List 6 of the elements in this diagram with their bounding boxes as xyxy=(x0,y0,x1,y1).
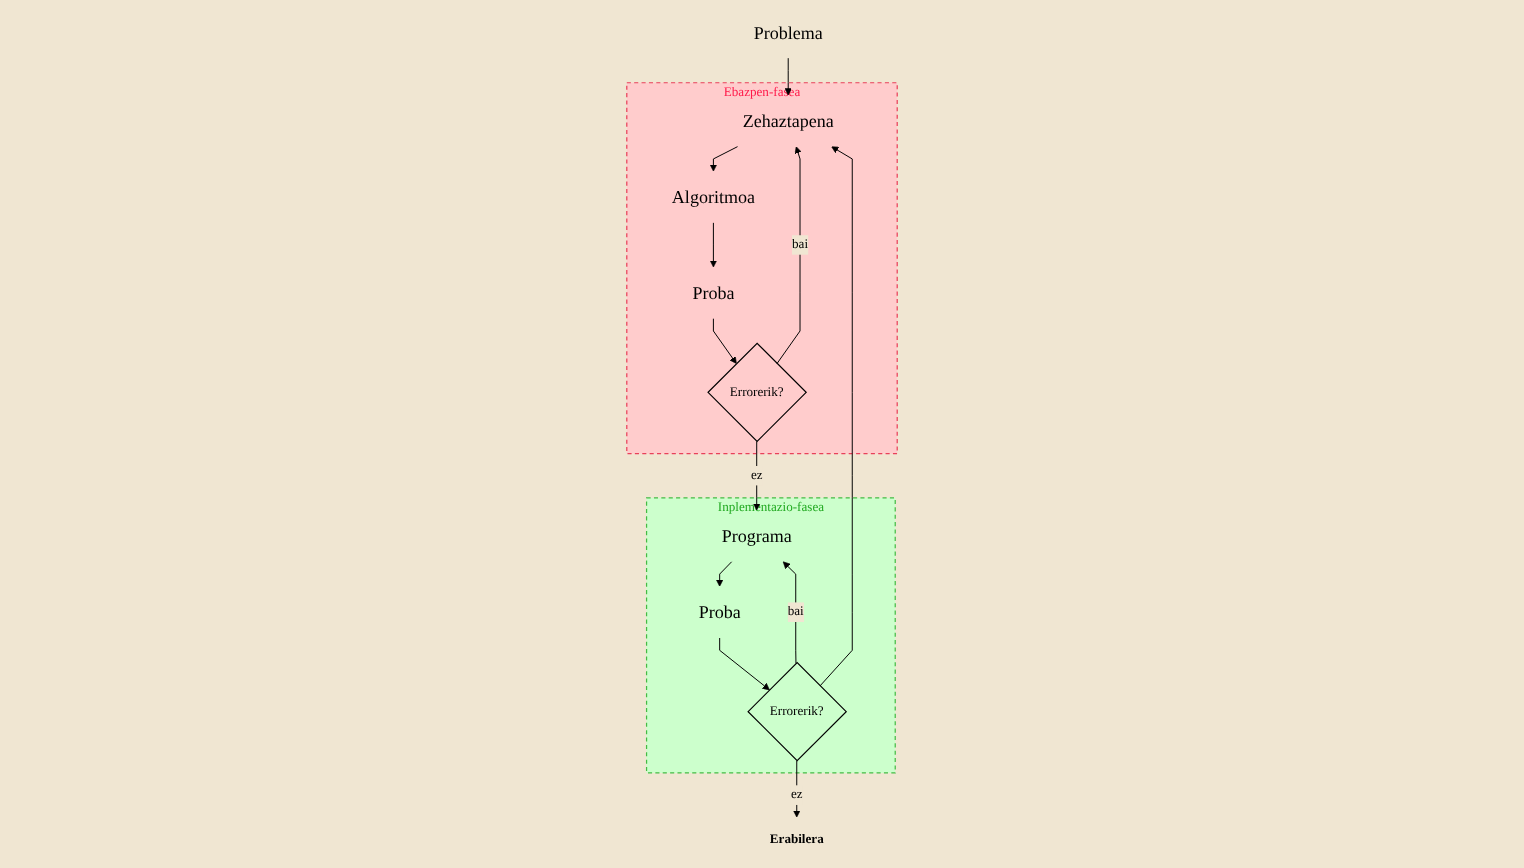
node-text: Programa xyxy=(721,525,792,547)
node-text: Problema xyxy=(753,22,823,43)
node-text: Zehaztapena xyxy=(742,110,834,132)
node-text: Algoritmoa xyxy=(671,186,755,208)
node-text: Proba xyxy=(698,601,741,623)
node-text: Proba xyxy=(692,282,735,304)
